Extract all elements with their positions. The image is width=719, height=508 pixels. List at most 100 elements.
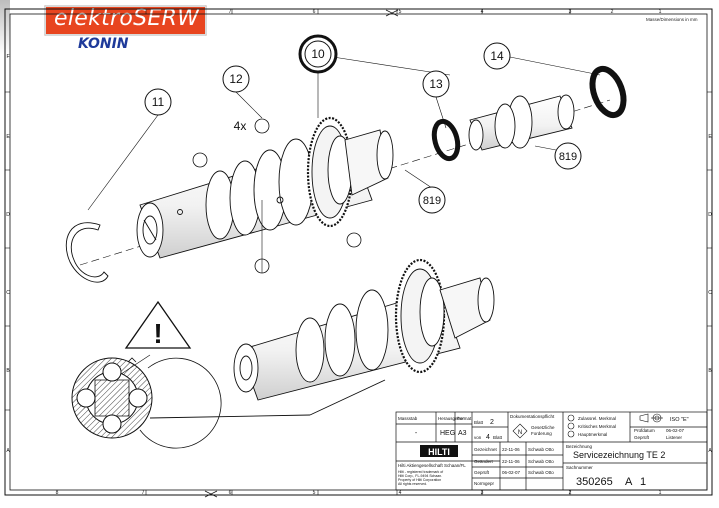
top-ruler-7: 7 — [229, 9, 232, 15]
bezeichnung-label: Bezeichnung — [566, 444, 593, 449]
top-ruler-1: 1 — [659, 9, 662, 15]
norm-label: Normgepr — [474, 481, 495, 486]
callout-12-bubble — [222, 65, 250, 93]
callout-10: 10 — [311, 47, 325, 61]
projection-symbol-icon — [639, 413, 663, 423]
gepr2-date: 06-02-07 — [502, 470, 521, 475]
pruef-value: 06-02-07 — [666, 428, 685, 433]
hilti-logo-icon — [420, 445, 458, 457]
blatt-label: Blatt — [474, 420, 484, 425]
gez-label: Gezeichnet — [474, 447, 498, 452]
exploded-shaft-assembly — [79, 99, 611, 266]
geaend-date: 22-11-06 — [502, 459, 520, 464]
callout-13: 13 — [429, 77, 443, 91]
right-ruler-a: A — [708, 448, 712, 454]
warning-icon: ! — [124, 300, 192, 349]
bottom-ruler-1: 1 — [659, 490, 662, 496]
legal-line-2: Hilti Corp., FL-9494 Schaan. — [398, 474, 442, 478]
right-ruler-b: B — [708, 368, 712, 374]
right-ruler-e: E — [708, 134, 712, 140]
left-ruler-c: C — [6, 290, 10, 296]
dok-text2: Forderung — [531, 431, 552, 436]
bottom-ruler-2: 2 — [569, 490, 572, 496]
section-detail — [71, 354, 222, 449]
sachnummer-label: Sachnummer — [566, 465, 593, 470]
o-ring-part-13 — [431, 118, 461, 162]
outer-frame — [4, 8, 713, 496]
merk2-label: Kritisches Merkmal — [578, 424, 616, 429]
left-ruler-f: F — [6, 54, 9, 60]
callout-819b: 819 — [559, 151, 577, 163]
merk3-label: Hauptmerkmal — [578, 432, 607, 437]
dok-text1: Gesetzliche — [531, 425, 555, 430]
blatt-value: 2 — [490, 419, 494, 426]
blatt2-label: Blatt — [493, 435, 503, 440]
top-ruler — [5, 9, 712, 495]
dimensions-note: Masse/Dimensions in mm — [646, 17, 698, 22]
gepr-label: Geprüft — [634, 435, 650, 440]
callout-819a: 819 — [423, 195, 441, 207]
callout-11: 11 — [152, 95, 165, 109]
format-value: A3 — [458, 430, 467, 437]
dok-n: N — [518, 430, 522, 436]
retaining-ring-part-11 — [65, 222, 109, 283]
logo-brand-text: elektroSERW — [54, 6, 200, 31]
inner-frame — [9, 13, 708, 491]
hilti-logo: HILTI — [428, 447, 450, 457]
merk3-icon — [567, 430, 575, 438]
callout-819a-bubble — [418, 186, 446, 214]
left-ruler-a: A — [6, 448, 10, 454]
left-ruler-e: E — [6, 134, 10, 140]
gepr-value: Listener — [666, 435, 683, 440]
legal-line-1: Hilti - registered trademark of — [398, 470, 443, 474]
warning-mark: ! — [153, 318, 162, 349]
herausgeber-label: Herausgeber — [438, 416, 465, 421]
top-ruler-4: 4 — [481, 9, 484, 15]
gepr2-label: Geprüft — [474, 470, 490, 475]
massstab-label: Massstab — [398, 416, 418, 421]
von-value: 4 — [486, 434, 490, 441]
von-label: von — [474, 435, 482, 440]
bottom-ruler-8: 8 — [56, 490, 59, 496]
legal-line-3: Property of Hilti Corporation — [398, 478, 441, 482]
logo-city-text: KONIN — [78, 36, 129, 52]
legal-line-4: All rights reserved. — [398, 482, 427, 486]
top-ruler-2: 2 — [611, 9, 614, 15]
herausgeber-value: HEG — [440, 430, 455, 437]
right-ruler-d: D — [708, 212, 712, 218]
callout-13-bubble — [422, 70, 450, 98]
gepr2-name: Schwab Otto — [528, 470, 554, 475]
massstab-value: - — [415, 430, 418, 437]
bottom-ruler-6: 6 — [229, 490, 232, 496]
spindle-part-14 — [468, 94, 575, 151]
merk1-label: Zulassrel. Merkmal — [578, 416, 616, 421]
centering-mark-top — [385, 9, 399, 17]
o-ring-part-14 — [589, 65, 627, 119]
left-ruler-d: D — [6, 212, 10, 218]
geaend-label: Geändert — [474, 459, 494, 464]
assembled-shaft-view — [149, 258, 495, 419]
callout-12: 12 — [229, 72, 243, 86]
callout-819b-bubble — [554, 142, 582, 170]
sachnummer-rev: A — [625, 476, 633, 488]
centering-mark-bottom — [204, 490, 218, 498]
sachnummer-sheet: 1 — [640, 476, 646, 488]
format-label: Format — [457, 416, 472, 421]
pruef-label: Prüfdatum — [634, 428, 655, 433]
company-name: Hilti Aktiengesellschaft Schaan/FL — [398, 463, 466, 468]
callout-14: 14 — [490, 49, 504, 63]
top-ruler-3: 3 — [569, 9, 572, 15]
merk2-icon — [567, 422, 575, 430]
callout-14-bubble — [483, 42, 511, 70]
bottom-ruler-7: 7 — [142, 490, 145, 496]
left-ruler-b: B — [6, 368, 10, 374]
bottom-ruler-3: 3 — [481, 490, 484, 496]
top-ruler-6: 6 — [313, 9, 316, 15]
merk1-icon — [567, 414, 575, 422]
callout-bubbles — [144, 34, 582, 214]
logo: elektroSERW KONIN — [0, 0, 212, 54]
title-block-lines — [395, 411, 708, 491]
logo-badge — [44, 5, 207, 36]
